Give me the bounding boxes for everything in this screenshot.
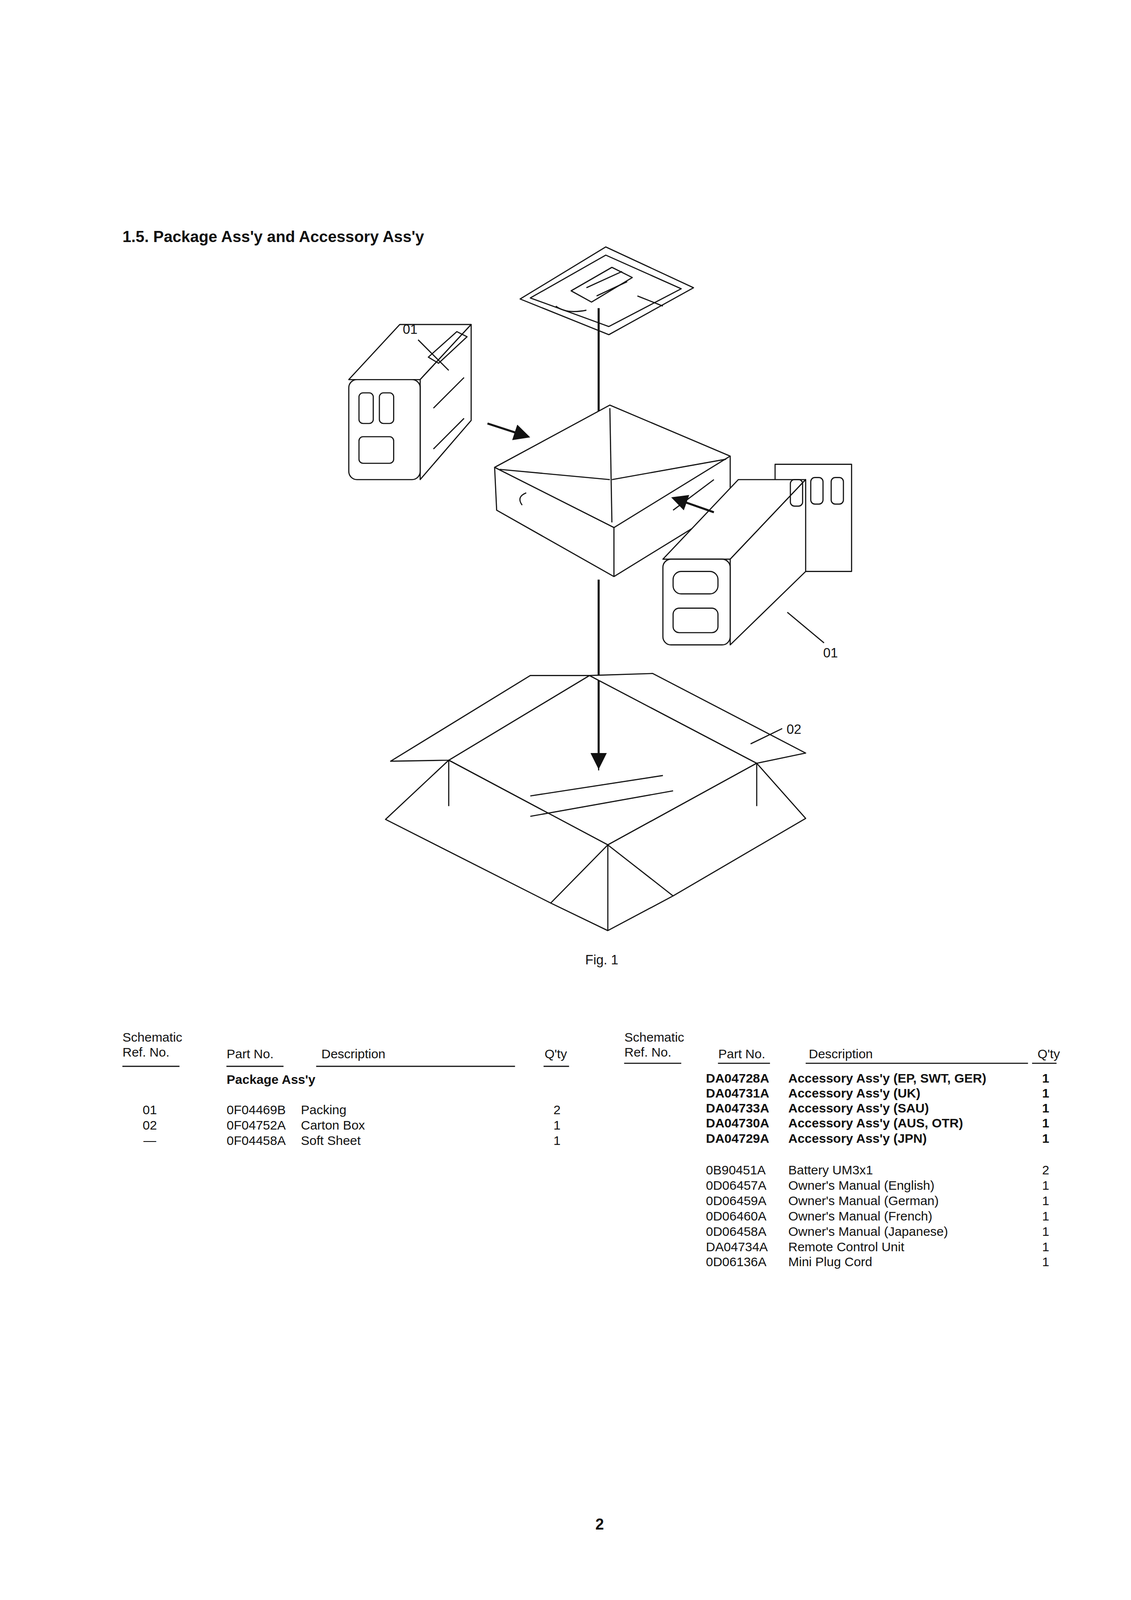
description: Soft Sheet xyxy=(300,1133,361,1149)
description: Accessory Ass'y (EP, SWT, GER) xyxy=(788,1070,987,1086)
part-number: 0D06459A xyxy=(705,1193,767,1209)
table-header: Part No. xyxy=(226,1046,274,1062)
quantity: 1 xyxy=(1042,1115,1050,1131)
table-header: Part No. xyxy=(718,1046,766,1062)
part-number: 0D06457A xyxy=(705,1177,767,1193)
part-number: DA04728A xyxy=(705,1070,770,1086)
quantity: 1 xyxy=(1042,1070,1050,1086)
part-number: DA04731A xyxy=(705,1085,770,1101)
quantity: 1 xyxy=(1042,1100,1050,1116)
part-number: 0F04458A xyxy=(226,1133,286,1149)
part-number: 0F04469B xyxy=(226,1102,286,1118)
part-number: 0B90451A xyxy=(705,1162,766,1178)
callout-number: 01 xyxy=(823,645,838,661)
description: Accessory Ass'y (UK) xyxy=(788,1085,921,1101)
description: Owner's Manual (German) xyxy=(788,1193,939,1209)
ref-number: — xyxy=(143,1133,157,1149)
description: Accessory Ass'y (SAU) xyxy=(788,1100,930,1116)
description: Accessory Ass'y (JPN) xyxy=(788,1131,927,1146)
quantity: 1 xyxy=(1042,1254,1050,1270)
page-number: 2 xyxy=(595,1515,604,1533)
table-header: Description xyxy=(321,1046,386,1062)
quantity: 1 xyxy=(553,1133,561,1149)
ref-number: 02 xyxy=(142,1117,157,1133)
part-number: DA04733A xyxy=(705,1100,770,1116)
quantity: 1 xyxy=(1042,1131,1050,1146)
page-title: 1.5. Package Ass'y and Accessory Ass'y xyxy=(122,227,425,247)
description: Owner's Manual (Japanese) xyxy=(788,1224,948,1239)
quantity: 1 xyxy=(1042,1177,1050,1193)
group-heading: Package Ass'y xyxy=(226,1072,316,1088)
part-number: DA04729A xyxy=(705,1131,770,1146)
table-header: Schematic Ref. No. xyxy=(122,1029,198,1060)
description: Battery UM3x1 xyxy=(788,1162,873,1178)
part-number: DA04734A xyxy=(705,1239,768,1255)
quantity: 1 xyxy=(1042,1224,1050,1239)
description: Remote Control Unit xyxy=(788,1239,905,1255)
quantity: 2 xyxy=(553,1102,561,1118)
part-number: 0D06460A xyxy=(705,1208,767,1224)
description: Mini Plug Cord xyxy=(788,1254,873,1270)
table-header: Schematic Ref. No. xyxy=(624,1029,700,1060)
quantity: 1 xyxy=(1042,1239,1050,1255)
callout-number: 01 xyxy=(402,321,418,338)
description: Owner's Manual (French) xyxy=(788,1208,933,1224)
description: Carton Box xyxy=(300,1117,365,1133)
part-number: DA04730A xyxy=(705,1115,770,1131)
table-header: Description xyxy=(808,1046,873,1062)
part-number: 0F04752A xyxy=(226,1117,286,1133)
figure-caption: Fig. 1 xyxy=(585,952,619,968)
callout-number: 02 xyxy=(786,721,802,738)
quantity: 1 xyxy=(1042,1085,1050,1101)
quantity: 1 xyxy=(1042,1193,1050,1209)
quantity: 1 xyxy=(553,1117,561,1133)
quantity: 1 xyxy=(1042,1208,1050,1224)
quantity: 2 xyxy=(1042,1162,1050,1178)
description: Owner's Manual (English) xyxy=(788,1177,935,1193)
part-number: 0D06458A xyxy=(705,1224,767,1239)
description: Packing xyxy=(300,1102,347,1118)
description: Accessory Ass'y (AUS, OTR) xyxy=(788,1115,964,1131)
part-number: 0D06136A xyxy=(705,1254,767,1270)
ref-number: 01 xyxy=(142,1102,157,1118)
table-header: Q'ty xyxy=(544,1046,567,1062)
table-header: Q'ty xyxy=(1037,1046,1060,1062)
